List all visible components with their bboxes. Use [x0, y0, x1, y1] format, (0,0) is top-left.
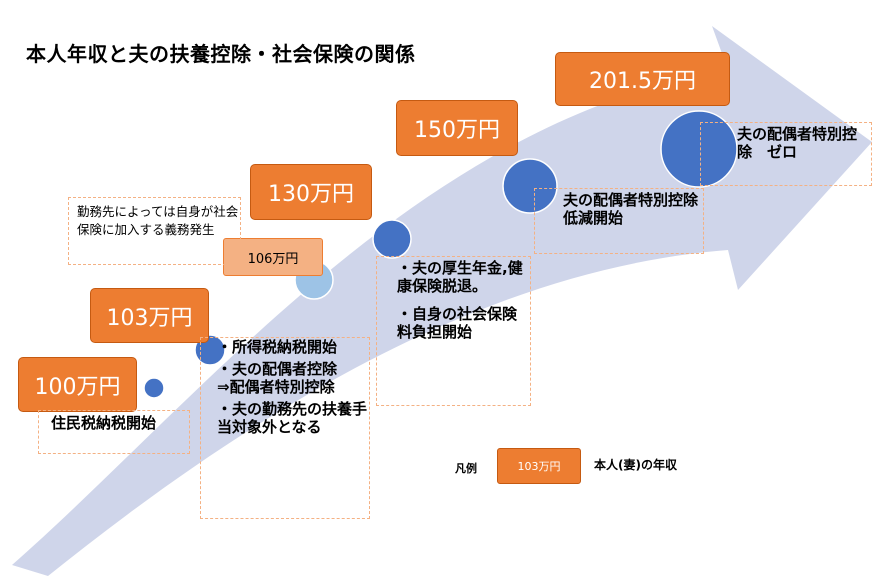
legend-description: 本人(妻)の年収 [594, 458, 677, 472]
amount-badge-103: 103万円 [90, 288, 209, 343]
amount-badge-150: 150万円 [396, 100, 518, 156]
note-103: ・所得税納税開始 ・夫の配偶者控除 ⇒配偶者特別控除 ・夫の勤務先の扶養手当対象… [200, 337, 370, 519]
note-2015: 夫の配偶者特別控除 ゼロ [700, 122, 872, 186]
page-title: 本人年収と夫の扶養控除・社会保険の関係 [26, 42, 416, 66]
growth-arrow [12, 26, 872, 576]
legend-label: 凡例 [455, 462, 477, 475]
marker-circle-150 [502, 158, 558, 214]
amount-badge-106: 106万円 [223, 238, 323, 276]
marker-circle-100 [143, 377, 165, 399]
marker-circle-2015 [660, 110, 738, 188]
note-106: 勤務先によっては自身が社会保険に加入する義務発生 [68, 197, 241, 265]
note-130: ・夫の厚生年金,健康保険脱退。 ・自身の社会保険料負担開始 [376, 256, 531, 406]
amount-badge-100: 100万円 [18, 357, 137, 412]
note-100: 住民税納税開始 [38, 410, 190, 454]
amount-badge-130: 130万円 [250, 164, 372, 220]
amount-badge-2015: 201.5万円 [555, 52, 730, 106]
note-150: 夫の配偶者特別控除 低減開始 [534, 188, 713, 254]
legend-sample-badge: 103万円 [497, 448, 581, 484]
marker-circle-130 [372, 219, 412, 259]
